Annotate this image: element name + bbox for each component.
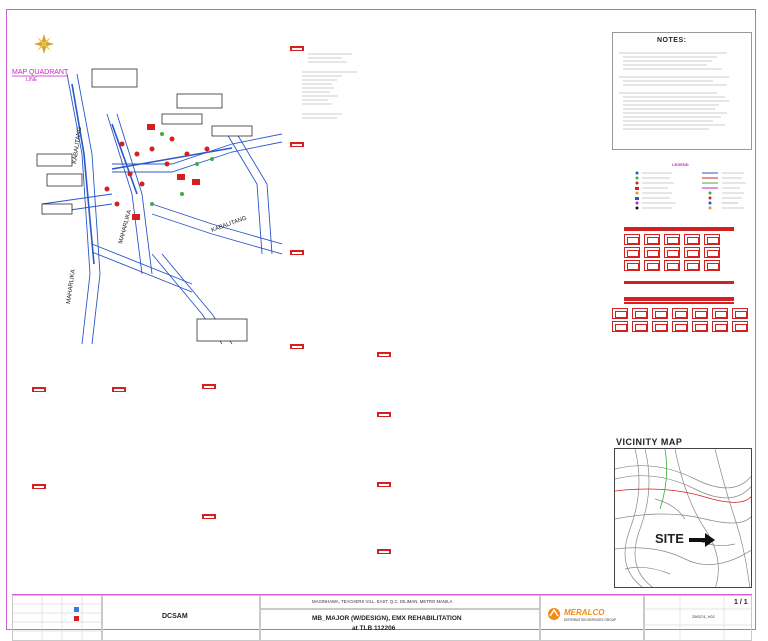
project-location: MAGINHAWA, TEACHERS VILL. EAST, Q.C. DIL… xyxy=(312,599,453,604)
vicinity-map-title: VICINITY MAP xyxy=(616,437,683,447)
meter-cell xyxy=(664,234,680,245)
text-lines xyxy=(302,53,357,119)
meralco-logo-icon xyxy=(548,608,560,620)
meter-cell xyxy=(692,321,708,332)
meter-cell xyxy=(664,260,680,271)
meter-cell xyxy=(632,321,648,332)
map-quadrant-title: MAP QUADRANT xyxy=(12,69,69,76)
drawing-sheet: MAP QUADRANT LINE KABALITANG KABALITANG … xyxy=(12,14,752,641)
site-label: SITE xyxy=(655,531,684,546)
meter-cell xyxy=(624,247,640,258)
vicinity-map-roads xyxy=(615,449,751,587)
schedule-text-blocks xyxy=(302,53,357,119)
meter-cell xyxy=(672,321,688,332)
site-map: MAP QUADRANT LINE KABALITANG KABALITANG … xyxy=(12,34,282,344)
office-name: DCSAM xyxy=(162,613,188,620)
company-division: DISTRIBUTION SERVICES GROUP xyxy=(564,618,617,622)
tree-markers xyxy=(150,132,214,206)
meter-grid-header xyxy=(624,297,734,301)
meter-cell xyxy=(632,308,648,319)
meter-cell xyxy=(652,321,668,332)
project-cell xyxy=(260,609,540,641)
meter-cell xyxy=(712,321,728,332)
company-name: MERALCO xyxy=(564,608,605,617)
meter-cell xyxy=(712,308,728,319)
revision-table-lines xyxy=(12,595,102,641)
equipment-tag xyxy=(290,142,304,147)
meter-cell xyxy=(644,247,660,258)
sheet-info-lines xyxy=(644,595,752,641)
meter-cell xyxy=(612,308,628,319)
meter-cell xyxy=(684,260,700,271)
project-title: MB_MAJOR (W/DESIGN), EMX REHABILITATION xyxy=(312,615,462,622)
drawing-number: 256374_V02 xyxy=(692,614,715,619)
equipment-tag xyxy=(32,484,46,489)
meter-cell xyxy=(732,308,748,319)
meter-cell xyxy=(644,260,660,271)
meter-cell xyxy=(704,234,720,245)
meter-cell xyxy=(704,247,720,258)
meter-cell xyxy=(652,308,668,319)
equipment-tag xyxy=(290,46,304,51)
equipment-tag xyxy=(290,250,304,255)
title-block: DCSAM MAGINHAWA, TEACHERS VILL. EAST, Q.… xyxy=(12,594,752,641)
meter-cell xyxy=(692,308,708,319)
project-subtitle: at TLB 112206 xyxy=(352,625,396,632)
meter-cell xyxy=(672,308,688,319)
equipment-tag xyxy=(112,387,126,392)
compass-icon xyxy=(34,34,54,54)
notes-lines xyxy=(619,52,729,130)
map-quadrant-sub: LINE xyxy=(26,77,38,83)
site-arrow-icon xyxy=(689,533,715,547)
equipment-tag xyxy=(202,514,216,519)
equipment-tag xyxy=(290,344,304,349)
meter-cell xyxy=(644,234,660,245)
street-label: KABALITANG xyxy=(72,126,83,164)
notes-box: NOTES: xyxy=(612,32,752,150)
meter-cell xyxy=(684,247,700,258)
meter-grid-header xyxy=(624,302,734,304)
street-label: MAHARLIKA xyxy=(66,269,77,304)
equipment-tag xyxy=(377,482,391,487)
approval-stamp-icon xyxy=(74,616,79,621)
meter-cell xyxy=(732,321,748,332)
equipment-tag xyxy=(377,352,391,357)
legend-symbols xyxy=(635,171,746,210)
equipment-tag xyxy=(32,387,46,392)
equipment-tag xyxy=(377,549,391,554)
approval-stamp-icon xyxy=(74,607,79,612)
legend-title: LEGEND xyxy=(672,162,689,167)
meter-cell xyxy=(664,247,680,258)
meter-cell xyxy=(624,234,640,245)
sheet-number: 1 / 1 xyxy=(734,599,748,606)
meter-cell xyxy=(684,234,700,245)
equipment-tag xyxy=(377,412,391,417)
vicinity-map: SITE xyxy=(614,448,752,588)
drawing-frame xyxy=(6,9,756,630)
meter-grid-header xyxy=(624,281,734,284)
meter-cell xyxy=(624,260,640,271)
distribution-line xyxy=(71,83,233,265)
meter-cell xyxy=(612,321,628,332)
equipment-tag xyxy=(202,384,216,389)
notes-title: NOTES: xyxy=(657,37,687,44)
callout-boxes xyxy=(36,68,253,342)
meter-cell xyxy=(704,260,720,271)
meter-grid-header xyxy=(624,227,734,231)
location-cell xyxy=(260,595,540,609)
